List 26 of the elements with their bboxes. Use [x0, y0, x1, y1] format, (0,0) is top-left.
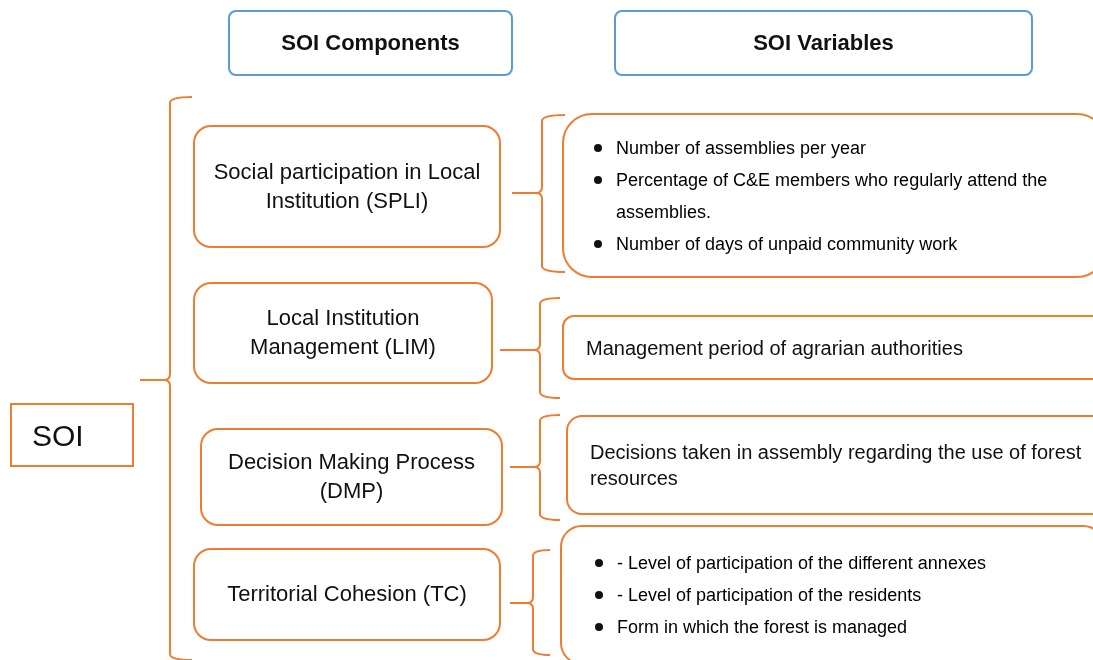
label-text: Decision Making Process (DMP): [227, 448, 476, 505]
variable-text: Number of assemblies per year: [616, 137, 867, 158]
variable-text: Number of days of unpaid community work: [616, 233, 958, 254]
header-text: SOI Variables: [752, 28, 895, 57]
variable-text: - Level of participation of the residents: [617, 585, 922, 605]
label-text: Territorial Cohesion (TC): [226, 580, 468, 609]
variable-text: - Level of participation of the different annexes: [617, 553, 986, 573]
root-box: [10, 403, 134, 467]
column-header: [614, 10, 1033, 76]
label-text: Management period of agrarian authorities: [586, 335, 964, 361]
component-box: [200, 428, 503, 526]
variable-text: Percentage of C&E members who regularly attend the assemblies.: [616, 169, 1048, 222]
column-header: [228, 10, 513, 76]
label-text: SOI: [32, 417, 85, 454]
variables-box: [560, 525, 1093, 660]
variables-box: [562, 113, 1093, 278]
component-box: [193, 548, 501, 641]
variable-text: Form in which the forest is managed: [617, 617, 908, 637]
variables-box: [562, 315, 1093, 380]
label-text: Decisions taken in assembly regarding the use of forest resources: [590, 440, 1083, 491]
component-box: [193, 125, 501, 248]
component-box: [193, 282, 493, 384]
variables-box: [566, 415, 1093, 515]
label-text: Local Institution Management (LIM): [249, 304, 437, 361]
label-text: Social participation in Local Institution (SPLI): [212, 157, 482, 215]
header-text: SOI Components: [280, 28, 461, 57]
